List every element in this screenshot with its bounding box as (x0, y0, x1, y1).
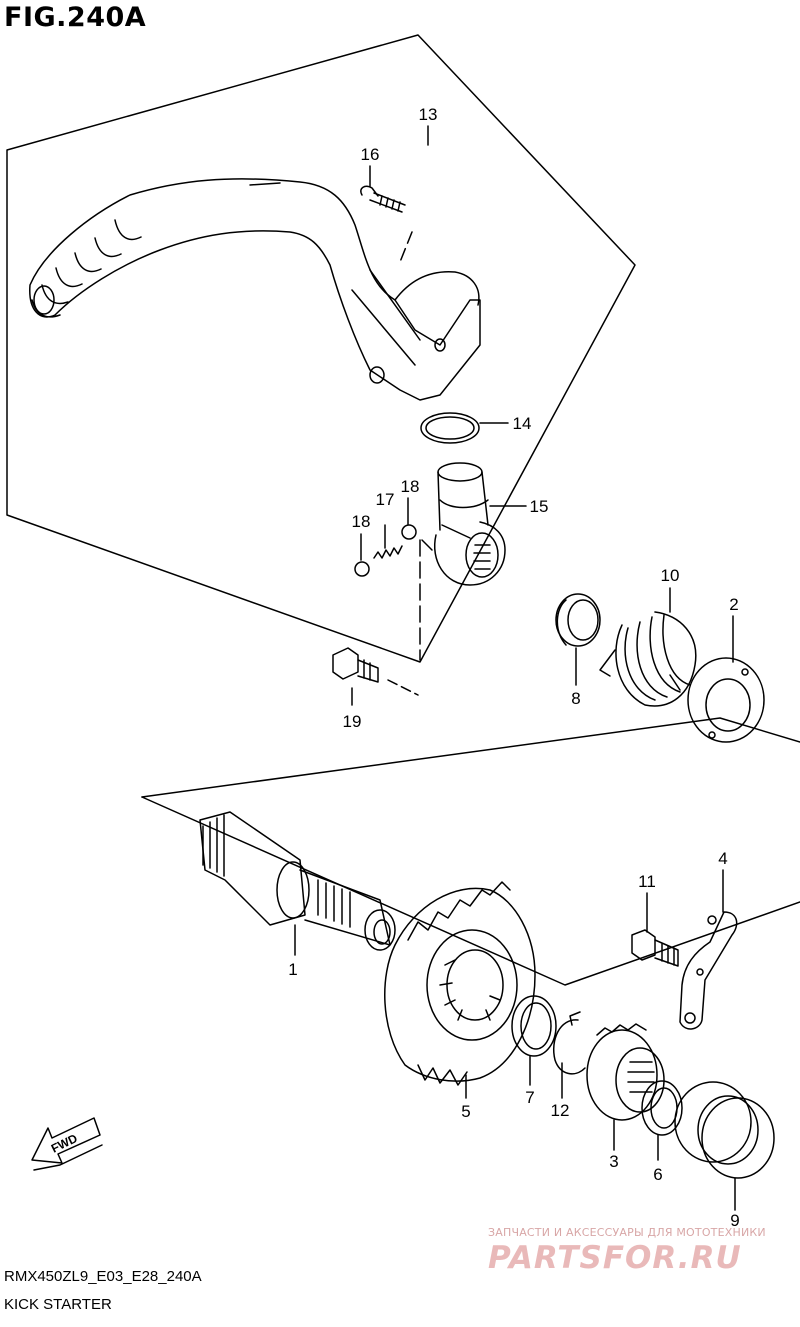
kick-shaft-15 (434, 462, 506, 586)
callout-3: 3 (609, 1152, 618, 1171)
ball-18-a (354, 561, 370, 577)
spring-guide-2 (687, 657, 765, 743)
shaft-assembly-frame-bottom (141, 796, 800, 986)
callout-13: 13 (419, 105, 438, 124)
callout-6: 6 (653, 1165, 662, 1184)
callout-18-upper: 18 (401, 477, 420, 496)
callout-12: 12 (551, 1101, 570, 1120)
stopper-plate-4 (679, 911, 738, 1030)
callout-10: 10 (661, 566, 680, 585)
callout-16: 16 (361, 145, 380, 164)
callout-2: 2 (729, 595, 738, 614)
callout-11: 11 (638, 872, 656, 891)
ball-18-b (401, 524, 417, 540)
bolt-19 (332, 647, 379, 683)
kick-starter-lever (29, 178, 481, 401)
kick-gear-5 (384, 881, 536, 1086)
figure-title: FIG.240A (4, 2, 147, 33)
callout-19: 19 (343, 712, 362, 731)
spring-17 (373, 545, 403, 559)
bolt-11 (631, 929, 679, 967)
spring-9 (674, 1081, 775, 1179)
kick-lever-assembly-frame (6, 34, 636, 663)
callout-5: 5 (461, 1102, 470, 1121)
callout-14: 14 (513, 414, 532, 433)
callout-7: 7 (525, 1088, 534, 1107)
washer-7 (511, 995, 557, 1057)
callout-4: 4 (718, 849, 727, 868)
shaft-assembly-frame-top (141, 717, 800, 798)
callout-1: 1 (288, 960, 297, 979)
torsion-spring-10 (599, 611, 697, 707)
figure-code: RMX450ZL9_E03_E28_240A (4, 1268, 202, 1285)
callout-15: 15 (530, 497, 549, 516)
bolt-16 (360, 185, 406, 213)
circlip-12 (553, 1019, 586, 1075)
kick-drive-gear-3 (586, 1023, 665, 1121)
callout-18-lower: 18 (352, 512, 371, 531)
callout-8: 8 (571, 689, 580, 708)
callout-17: 17 (376, 490, 395, 509)
kick-shaft-1 (199, 811, 396, 951)
watermark-logo: PARTSFOR.RU (488, 1240, 742, 1276)
o-ring-14 (420, 412, 480, 444)
fwd-arrow-icon (31, 1117, 103, 1171)
leader-16 (399, 231, 413, 263)
washer-8 (555, 593, 601, 647)
washer-6 (641, 1080, 683, 1136)
callout-9: 9 (730, 1211, 739, 1230)
watermark-tagline: ЗАПЧАСТИ И АКСЕССУАРЫ ДЛЯ МОТОТЕХНИКИ (488, 1226, 766, 1239)
figure-caption: KICK STARTER (4, 1296, 112, 1313)
